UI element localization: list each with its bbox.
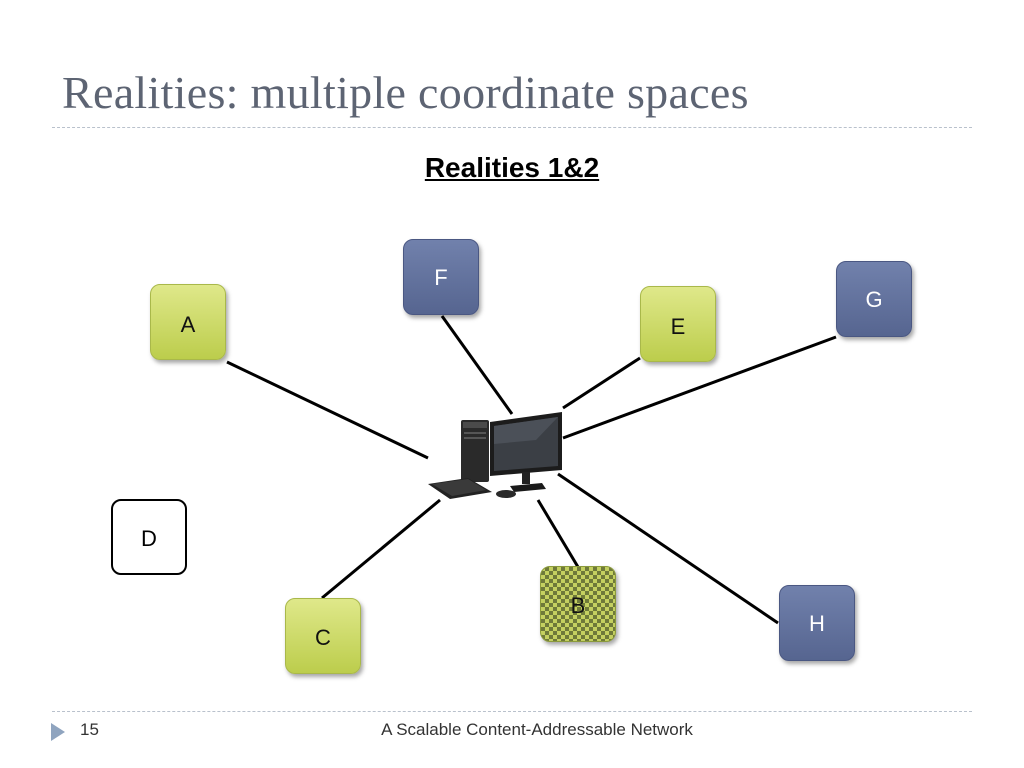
- footer-divider: [52, 711, 972, 712]
- title-divider: [52, 127, 972, 128]
- diagram-subtitle: Realities 1&2: [424, 152, 600, 183]
- link-e: [562, 356, 641, 410]
- node-g[interactable]: G: [836, 261, 912, 337]
- link-h: [557, 472, 779, 625]
- node-d[interactable]: D: [111, 499, 187, 575]
- link-a: [226, 360, 429, 460]
- node-g-label: G: [865, 287, 883, 312]
- node-c-label: C: [315, 625, 331, 650]
- node-a[interactable]: A: [150, 284, 226, 360]
- node-f[interactable]: F: [403, 239, 479, 315]
- page-number: 15: [80, 720, 99, 739]
- footer-title: A Scalable Content-Addressable Network: [381, 720, 693, 739]
- node-e[interactable]: E: [640, 286, 716, 362]
- node-e-label: E: [670, 314, 686, 339]
- node-b[interactable]: B: [540, 566, 616, 642]
- node-d-label: D: [141, 526, 157, 551]
- node-f-label: F: [434, 265, 448, 290]
- node-b-label: B: [570, 593, 586, 618]
- link-c: [321, 498, 441, 600]
- node-a-label: A: [180, 312, 196, 337]
- node-h-label: H: [809, 611, 825, 636]
- link-b: [536, 499, 580, 568]
- node-c[interactable]: C: [285, 598, 361, 674]
- computer-icon: [428, 412, 562, 499]
- link-f: [440, 315, 514, 415]
- node-h[interactable]: H: [779, 585, 855, 661]
- link-g: [562, 335, 837, 440]
- play-arrow-icon: [51, 723, 65, 741]
- slide-title: Realities: multiple coordinate spaces: [62, 67, 749, 118]
